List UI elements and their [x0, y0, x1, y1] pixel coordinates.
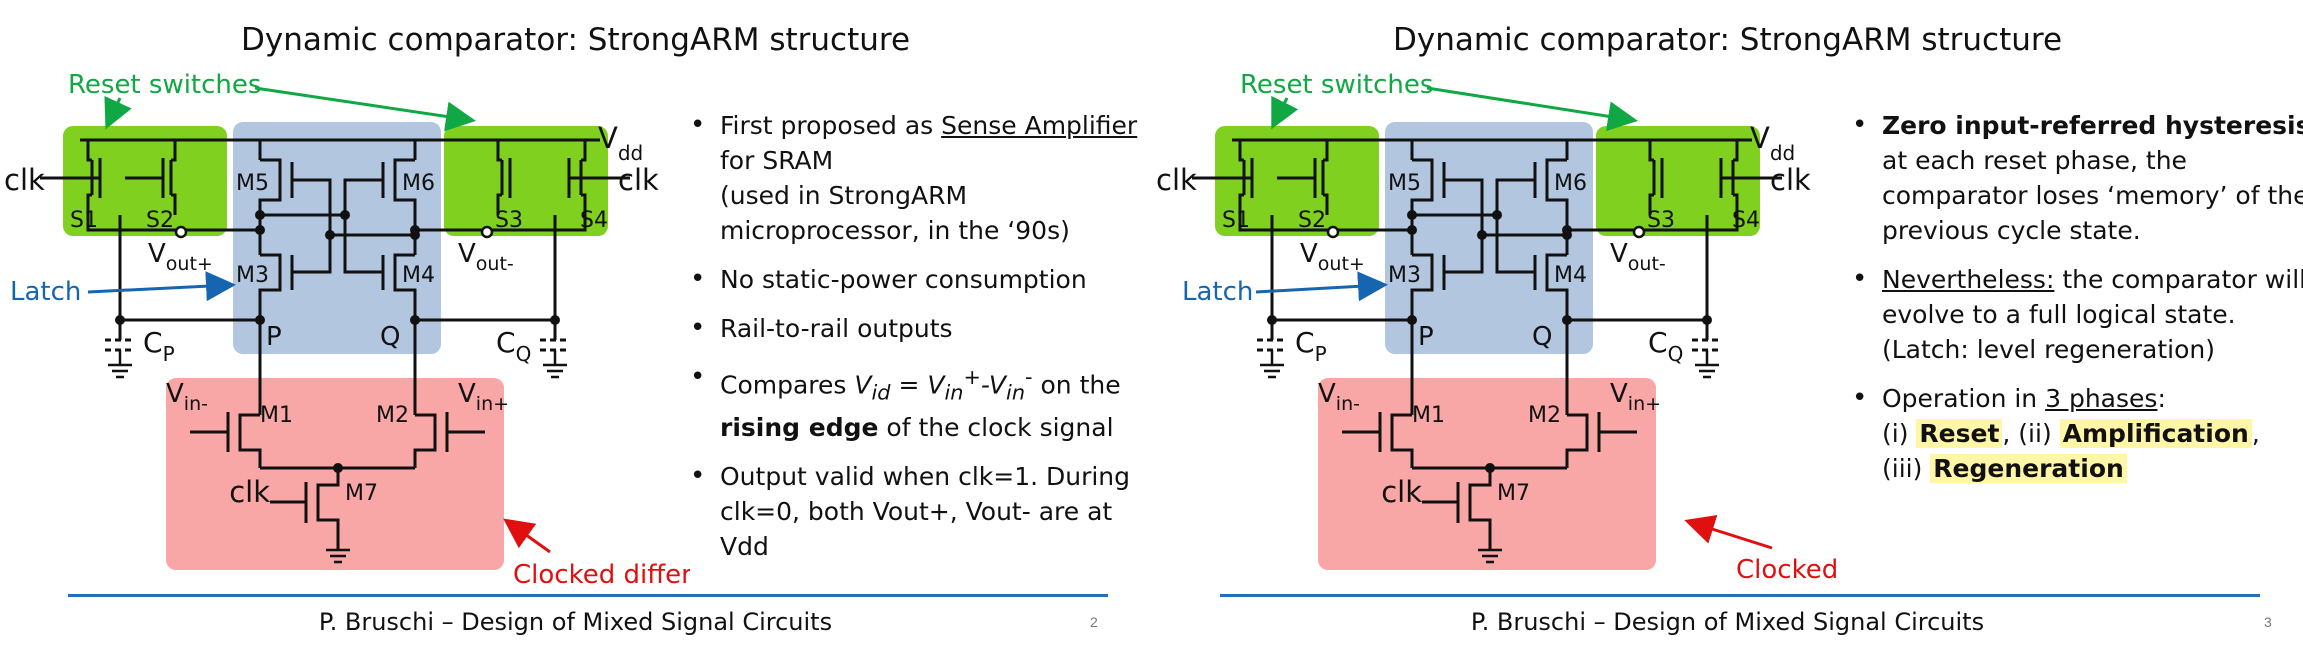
- vin-minus-label: Vin-: [166, 379, 208, 415]
- m3-label: M3: [236, 263, 269, 288]
- strongarm-schematic: clk clk clk Vdd S1 S2 S3 S4 M5 M6 M3 M4 …: [1156, 70, 1842, 585]
- cq-label: CQ: [496, 326, 531, 366]
- bullet-list: First proposed as Sense Amplifier for SR…: [690, 108, 1151, 578]
- diff-pair-box: [166, 378, 504, 570]
- reset-box-right: [1596, 126, 1760, 236]
- bullet-item: No static-power consumption: [690, 262, 1151, 297]
- clk-label: clk: [1156, 163, 1197, 197]
- reset-box-left: [1215, 126, 1379, 236]
- m3-label: M3: [1388, 263, 1421, 288]
- vout-plus-label: Vout+: [1300, 239, 1365, 275]
- latch-label: Latch: [10, 277, 81, 307]
- bullet-item: Compares Vid = Vin+-Vin- on the rising e…: [690, 360, 1151, 445]
- vin-minus-label: Vin-: [1318, 379, 1360, 415]
- clk-label: clk: [229, 475, 270, 509]
- node-p-label: P: [1418, 322, 1434, 352]
- reset-switches-label: Reset switches: [1240, 70, 1433, 100]
- m6-label: M6: [402, 171, 435, 196]
- vout-minus-label: Vout-: [1610, 239, 1666, 275]
- strongarm-schematic: clk clk clk Vdd S1 S2 S3 S4 M5 M6 M3 M4 …: [4, 70, 690, 590]
- phase-reset: Reset: [1916, 419, 2003, 448]
- vout-plus-label: Vout+: [148, 239, 213, 275]
- m1-label: M1: [1412, 403, 1445, 428]
- bullet-item: Operation in 3 phases: (i) Reset, (ii) A…: [1852, 381, 2303, 486]
- bullet-item: Output valid when clk=1. During clk=0, b…: [690, 459, 1151, 564]
- clk-label: clk: [4, 163, 45, 197]
- m5-label: M5: [1388, 171, 1421, 196]
- s1-label: S1: [70, 208, 98, 233]
- m5-label: M5: [236, 171, 269, 196]
- vout-minus-label: Vout-: [458, 239, 514, 275]
- vin-plus-label: Vin+: [458, 379, 509, 415]
- footer-text: P. Bruschi – Design of Mixed Signal Circ…: [318, 608, 833, 636]
- slide-title: Dynamic comparator: StrongARM structure: [240, 22, 911, 58]
- bullet-item: First proposed as Sense Amplifier for SR…: [690, 108, 1151, 248]
- page-number: 2: [1090, 614, 1098, 630]
- s3-label: S3: [1647, 208, 1675, 233]
- slide-2: Dynamic comparator: StrongARM structure: [0, 0, 1151, 651]
- clk-label: clk: [618, 163, 659, 197]
- m7-label: M7: [1497, 481, 1530, 506]
- latch-box: [233, 122, 441, 354]
- clocked-pair-label: Clocked differential pair: [513, 560, 690, 590]
- latch-label: Latch: [1182, 277, 1253, 307]
- latch-box: [1385, 122, 1593, 354]
- footer-text: P. Bruschi – Design of Mixed Signal Circ…: [1470, 608, 1985, 636]
- m4-label: M4: [402, 263, 435, 288]
- vdd-label: Vdd: [1750, 121, 1795, 165]
- footer-divider: [1220, 594, 2260, 597]
- cp-label: CP: [1295, 326, 1327, 366]
- m6-label: M6: [1554, 171, 1587, 196]
- phase-amplification: Amplification: [2059, 419, 2252, 448]
- node-q-label: Q: [380, 322, 400, 352]
- s4-label: S4: [580, 208, 608, 233]
- reset-switches-label: Reset switches: [68, 70, 261, 100]
- page-number: 3: [2264, 614, 2272, 630]
- bullet-item: Rail-to-rail outputs: [690, 311, 1151, 346]
- reset-box-right: [444, 126, 608, 236]
- cp-label: CP: [143, 326, 175, 366]
- bullet-item: Nevertheless: the comparator will evolve…: [1852, 262, 2303, 367]
- node-q-label: Q: [1532, 322, 1552, 352]
- bullet-item: Zero input-referred hysteresis: at each …: [1852, 108, 2303, 248]
- m4-label: M4: [1554, 263, 1587, 288]
- m1-label: M1: [260, 403, 293, 428]
- m2-label: M2: [376, 403, 409, 428]
- phase-regeneration: Regeneration: [1930, 454, 2127, 483]
- slide-title: Dynamic comparator: StrongARM structure: [1392, 22, 2063, 58]
- footer-divider: [68, 594, 1108, 597]
- s2-label: S2: [1298, 208, 1326, 233]
- clk-label: clk: [1770, 163, 1811, 197]
- clk-label: clk: [1381, 475, 1422, 509]
- s4-label: S4: [1732, 208, 1760, 233]
- slide-3: Dynamic comparator: StrongARM structure: [1152, 0, 2303, 651]
- m2-label: M2: [1528, 403, 1561, 428]
- s3-label: S3: [495, 208, 523, 233]
- clocked-pair-label: Clocked differential pair: [1736, 555, 1842, 585]
- vin-plus-label: Vin+: [1610, 379, 1661, 415]
- vdd-label: Vdd: [598, 121, 643, 165]
- m7-label: M7: [345, 481, 378, 506]
- bullet-list: Zero input-referred hysteresis: at each …: [1852, 108, 2303, 500]
- node-p-label: P: [266, 322, 282, 352]
- reset-box-left: [63, 126, 227, 236]
- s1-label: S1: [1222, 208, 1250, 233]
- diff-pair-box: [1318, 378, 1656, 570]
- s2-label: S2: [146, 208, 174, 233]
- cq-label: CQ: [1648, 326, 1683, 366]
